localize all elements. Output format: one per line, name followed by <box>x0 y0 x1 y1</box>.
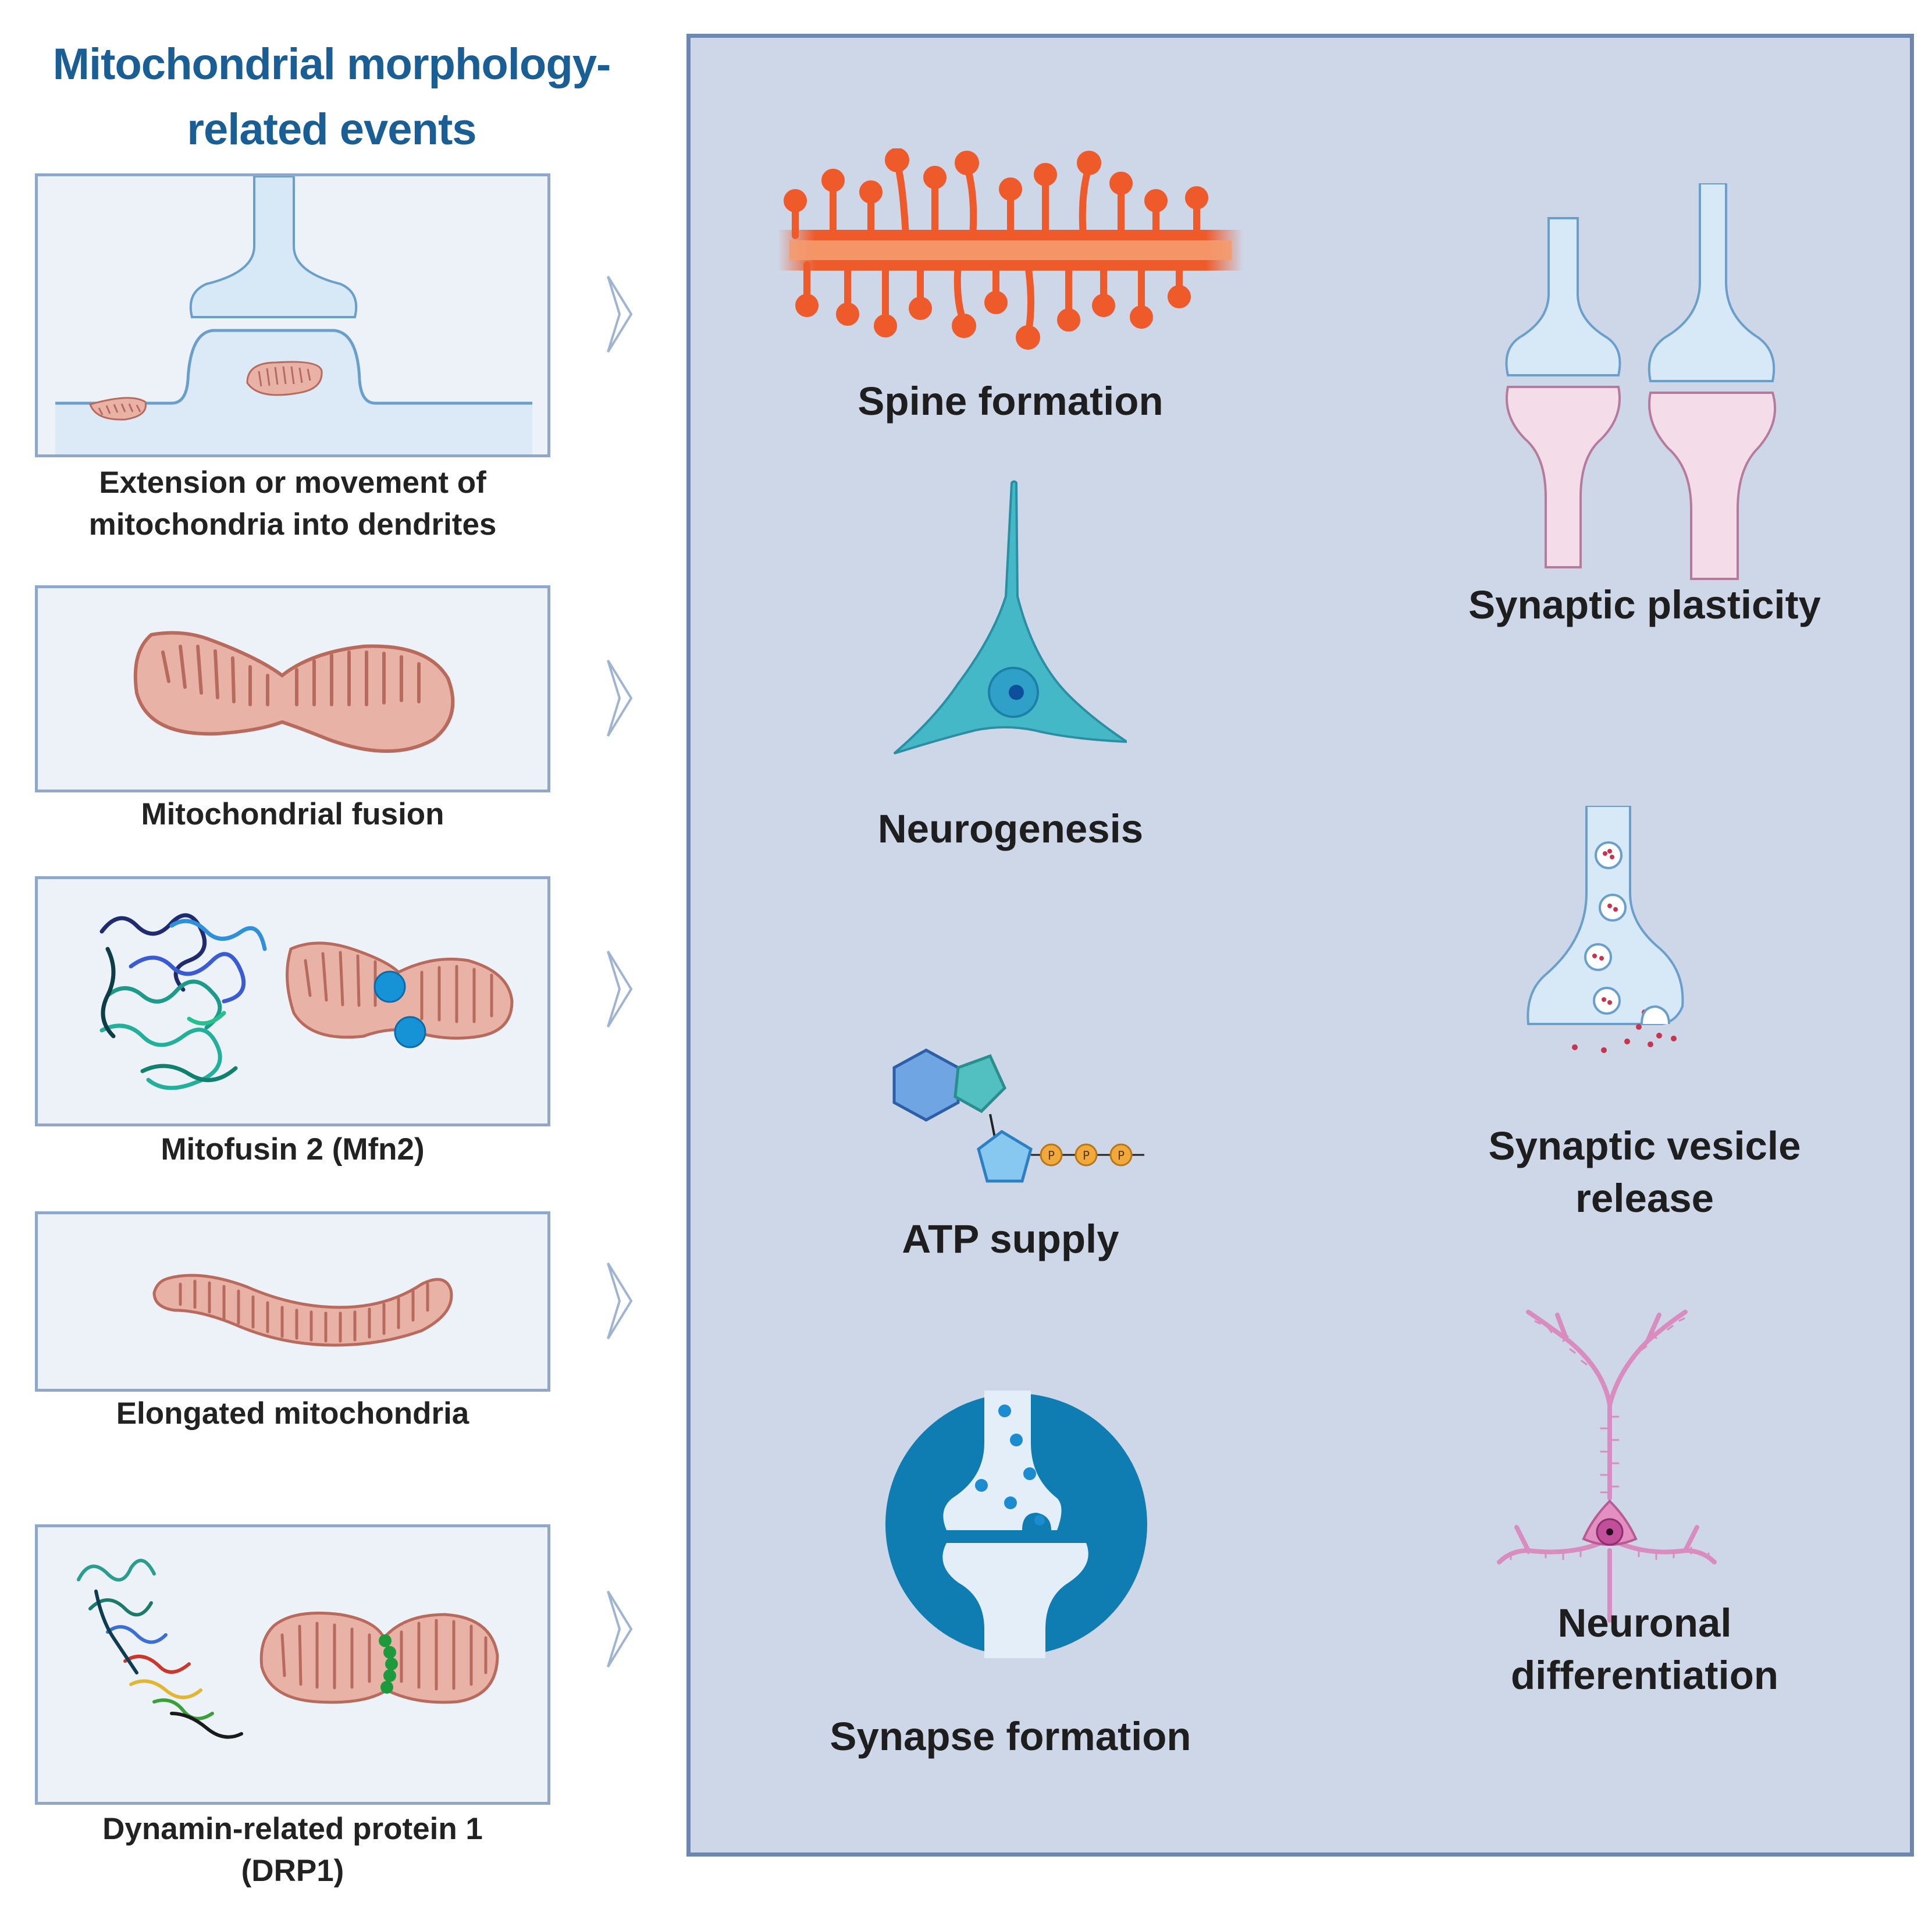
chevron-right-icon <box>607 1590 633 1668</box>
mfn2-illustration <box>99 913 514 1090</box>
outcome-label: Synaptic vesicle <box>1488 1123 1801 1168</box>
outcome-spine-formation: Spine formation <box>807 375 1214 428</box>
outcome-label: Neurogenesis <box>877 806 1144 851</box>
caption-line: (DRP1) <box>241 1854 344 1888</box>
caption-line: Dynamin-related protein 1 <box>102 1812 483 1846</box>
caption-dendrite: Extension or movement of mitochondria in… <box>23 462 562 546</box>
caption-line: mitochondria into dendrites <box>88 507 497 542</box>
outcome-synaptic-vesicle-release: Synaptic vesicle release <box>1389 1120 1901 1225</box>
chevron-right-icon <box>607 1262 633 1340</box>
fused-mitochondria-illustration <box>133 631 455 753</box>
synapse-formation-icon <box>885 1391 1147 1658</box>
drp1-illustration <box>77 1559 499 1739</box>
chevron-right-icon <box>607 659 633 737</box>
outcome-synapse-formation: Synapse formation <box>807 1711 1214 1763</box>
protein-structure-icon <box>77 1559 243 1739</box>
elongated-mitochondrion-illustration <box>152 1274 453 1347</box>
chevron-right-icon <box>607 950 633 1028</box>
mitochondrion-icon <box>89 397 147 421</box>
outcome-label: Synaptic plasticity <box>1468 582 1821 627</box>
event-panel-fusion <box>35 585 550 792</box>
caption-elongated: Elongated mitochondria <box>23 1393 562 1435</box>
protein-structure-icon <box>99 913 267 1090</box>
outcome-label: differentiation <box>1511 1653 1778 1698</box>
outcome-label: Synapse formation <box>830 1714 1191 1759</box>
neuron-cell-icon <box>893 480 1127 755</box>
outcome-label: Neuronal <box>1557 1601 1732 1645</box>
outcomes-panel: Spine formation Synaptic plasticity Neur… <box>686 34 1914 1857</box>
mfn2-dot-icon <box>394 1016 426 1048</box>
outcome-neurogenesis: Neurogenesis <box>807 803 1214 855</box>
dendrite-synapse-illustration <box>55 176 532 454</box>
vesicle-release-icon <box>1527 806 1684 1053</box>
caption-fusion: Mitochondrial fusion <box>23 794 562 835</box>
differentiated-neuron-icon <box>1497 1310 1717 1623</box>
phosphate-label: P <box>1083 1148 1090 1162</box>
phosphate-label: P <box>1118 1148 1125 1162</box>
outcome-synaptic-plasticity: Synaptic plasticity <box>1389 579 1901 631</box>
atp-molecule-icon: P P P <box>892 1048 1144 1183</box>
mitochondrion-icon <box>246 361 323 396</box>
event-panel-dendrite <box>35 173 550 457</box>
event-panel-mfn2 <box>35 876 550 1126</box>
title-line-1: Mitochondrial morphology- <box>52 40 611 89</box>
phosphate-label: P <box>1048 1148 1055 1162</box>
drp1-ring-icon <box>379 1634 398 1694</box>
caption-line: Elongated mitochondria <box>116 1396 469 1431</box>
caption-line: Extension or movement of <box>99 465 486 500</box>
caption-line: Mitochondrial fusion <box>141 797 444 831</box>
diagram-title: Mitochondrial morphology- related events <box>17 32 646 162</box>
phosphate-group-icon: P P P <box>1040 1143 1133 1167</box>
outcome-label: ATP supply <box>902 1217 1119 1261</box>
mitochondrion-icon <box>259 1612 499 1704</box>
outcome-atp-supply: ATP supply <box>807 1213 1214 1265</box>
event-panel-elongated <box>35 1211 550 1392</box>
outcome-label: Spine formation <box>858 379 1164 424</box>
synaptic-plasticity-icon <box>1505 183 1777 580</box>
chevron-right-icon <box>607 275 633 353</box>
dendritic-spines-icon <box>778 148 1243 350</box>
caption-mfn2: Mitofusin 2 (Mfn2) <box>23 1129 562 1171</box>
outcome-neuronal-differentiation: Neuronal differentiation <box>1389 1597 1901 1702</box>
caption-line: Mitofusin 2 (Mfn2) <box>161 1132 425 1167</box>
title-line-2: related events <box>187 105 476 154</box>
caption-drp1: Dynamin-related protein 1 (DRP1) <box>23 1808 562 1892</box>
outcome-label: release <box>1575 1176 1714 1221</box>
mfn2-dot-icon <box>373 970 406 1003</box>
event-panel-drp1 <box>35 1524 550 1805</box>
